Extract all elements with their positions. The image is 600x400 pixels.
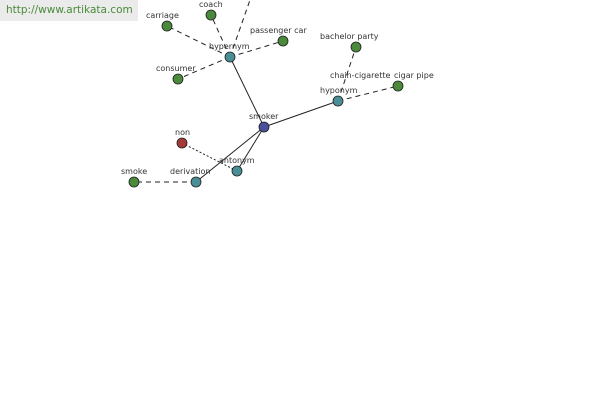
- edge-smoker-derivation: [195, 126, 265, 183]
- edge-smoker-hyponym: [263, 100, 339, 128]
- edge-hypernym-passenger-car: [229, 40, 284, 58]
- node-bachelor-party[interactable]: [350, 41, 362, 53]
- node-passenger-car[interactable]: [277, 35, 289, 47]
- label-carriage: carriage: [146, 11, 179, 20]
- node-hyponym[interactable]: [332, 95, 344, 107]
- node-non[interactable]: [176, 137, 188, 149]
- edge-smoker-hypernym: [229, 56, 265, 128]
- node-smoke[interactable]: [128, 176, 140, 188]
- edge-hyponym-bachelor-party: [337, 46, 357, 102]
- label-hyponym: hyponym: [320, 86, 358, 95]
- label-coach: coach: [199, 0, 223, 9]
- label-non: non: [175, 128, 190, 137]
- label-chain-cigarette: chain-cigarette: [330, 71, 390, 80]
- label-smoker: smoker: [249, 112, 279, 121]
- edge-hypernym-consumer: [177, 56, 231, 80]
- label-bachelor-party: bachelor party: [320, 32, 379, 41]
- node-consumer[interactable]: [172, 73, 184, 85]
- label-antonym: antonym: [219, 156, 255, 165]
- edge-hyponym-cigar-pipe: [337, 85, 399, 102]
- node-cigar-pipe[interactable]: [392, 80, 404, 92]
- node-hypernym[interactable]: [224, 51, 236, 63]
- node-coach[interactable]: [205, 9, 217, 21]
- edge-hypernym-offscreen: [229, 0, 251, 58]
- node-smoker[interactable]: [258, 121, 270, 133]
- label-cigar-pipe: cigar pipe: [394, 71, 434, 80]
- label-smoke: smoke: [121, 167, 147, 176]
- label-consumer: consumer: [156, 64, 196, 73]
- url-banner: http://www.artikata.com: [0, 0, 138, 21]
- node-derivation[interactable]: [190, 176, 202, 188]
- edge-hypernym-carriage: [166, 25, 231, 58]
- edge-smoker-antonym: [236, 126, 265, 172]
- node-antonym[interactable]: [231, 165, 243, 177]
- label-derivation: derivation: [170, 167, 210, 176]
- site-url-link[interactable]: http://www.artikata.com: [6, 4, 133, 16]
- label-hypernym: hypernym: [209, 42, 250, 51]
- node-carriage[interactable]: [161, 20, 173, 32]
- edge-hypernym-coach: [210, 14, 231, 58]
- label-passenger-car: passenger car: [250, 26, 307, 35]
